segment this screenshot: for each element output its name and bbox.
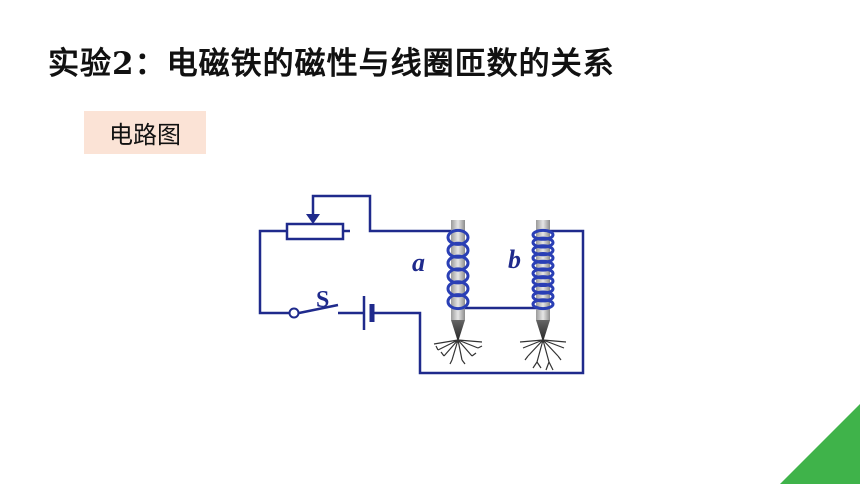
rheostat [285,222,345,241]
pins-cluster-b [519,339,567,371]
wire-slider [311,194,458,233]
switch-terminal [288,307,300,319]
switch-label: S [316,287,329,313]
tag-label: 电路图 [109,121,181,149]
slide-title: 实验2：电磁铁的磁性与线圈匝数的关系 [48,46,615,82]
coil-b-label: b [508,245,521,274]
electromagnet-a [433,220,483,365]
corner-decoration [780,404,860,484]
pins-cluster-a [433,339,483,365]
wire-left-loop [258,229,290,315]
battery [362,296,375,330]
electromagnet-b [519,220,567,371]
circuit-wires [258,194,585,375]
coil-turn [531,298,555,311]
switch-blade [298,303,339,315]
coil-a-label: a [412,248,425,277]
wire-battery-right [372,229,585,375]
coil-turn [446,293,470,311]
rheostat-slider-arrow [306,214,320,224]
circuit-diagram-tag: 电路图 [84,111,206,154]
